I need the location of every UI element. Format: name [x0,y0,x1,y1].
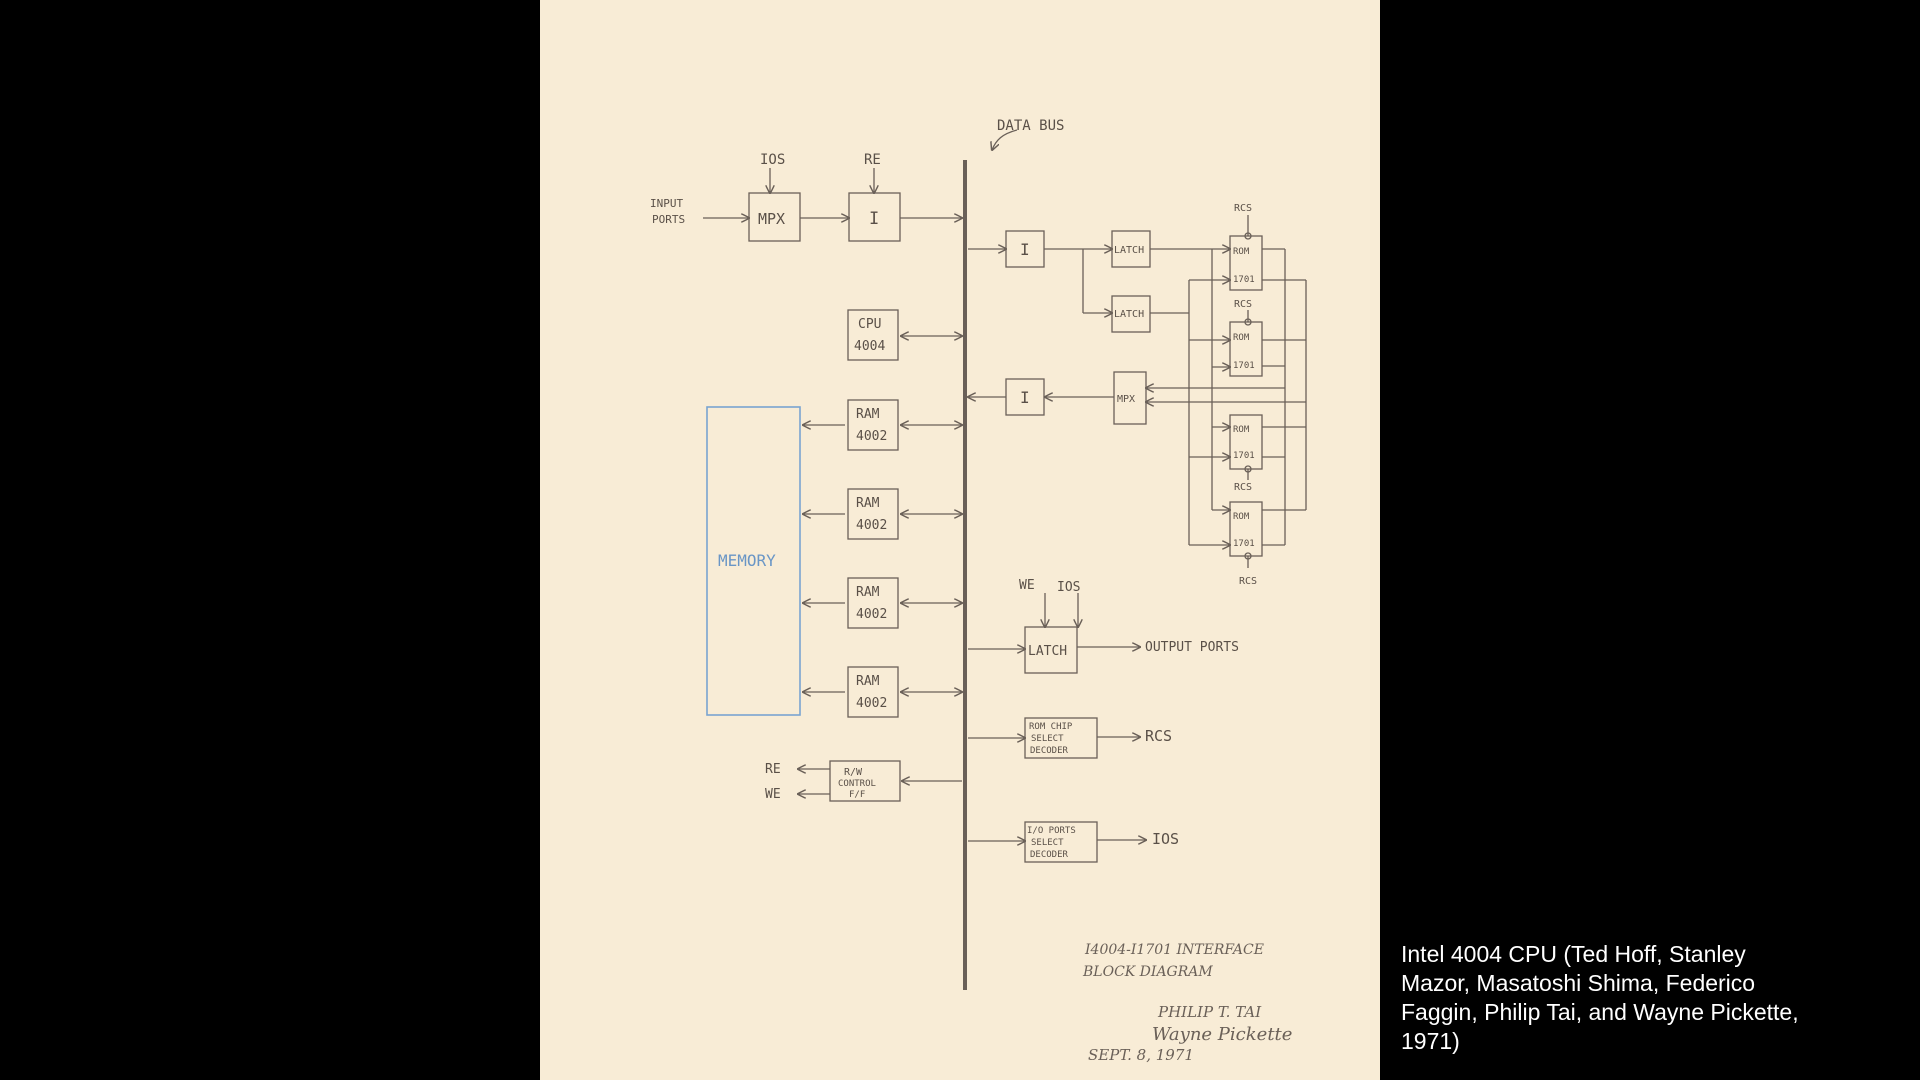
rom-chip-select-label: SELECT [1031,734,1064,744]
cpu-label: CPU [858,317,881,332]
re-label: RE [864,152,881,168]
diagram-date: SEPT. 8, 1971 [1088,1046,1194,1064]
output-latch-label: LATCH [1028,644,1067,659]
ram-number: 4002 [856,696,887,711]
output-ports-label: OUTPUT PORTS [1145,640,1239,655]
rom-box [1229,235,1263,291]
rcs-label: RCS [1234,299,1252,310]
author-signature: Wayne Pickette [1152,1024,1292,1045]
rom-number: 1701 [1233,451,1255,461]
rom-chip-select-box [1024,717,1098,759]
diagram-title: BLOCK DIAGRAM [1082,964,1213,980]
output-latch-box [1024,626,1078,674]
rom-label: ROM [1233,425,1250,435]
io-ports-select-box [1024,821,1098,863]
input-ports-label: INPUT [650,197,683,210]
latch-label: LATCH [1114,309,1144,320]
mpx-rom-box [1113,371,1147,425]
ios-output-label: IOS [1152,830,1179,848]
rcs-output-label: RCS [1145,727,1172,745]
ram-box [847,399,899,451]
rw-control-box [829,760,901,802]
rom-box [1229,321,1263,377]
rom-box [1229,501,1263,557]
rcs-label: RCS [1239,576,1257,587]
rw-control-label: CONTROL [838,779,876,789]
ram-label: RAM [856,496,880,511]
slide-caption: Intel 4004 CPU (Ted Hoff, Stanley Mazor,… [1401,941,1799,1054]
mpx-label: MPX [758,210,785,228]
rom-chip-select-label: DECODER [1030,746,1069,756]
buffer-in-label: I [1020,388,1030,407]
ram-box [847,488,899,540]
ram-label: RAM [856,674,880,689]
rom-label: ROM [1233,512,1250,522]
rcs-label: RCS [1234,203,1252,214]
data-bus-label: DATA BUS [997,118,1064,134]
rom-label: ROM [1233,333,1250,343]
ios-label: IOS [1057,580,1080,595]
memory-label: MEMORY [718,551,776,570]
ram-label: RAM [856,585,880,600]
rw-control-label: F/F [849,790,865,800]
rom-number: 1701 [1233,275,1255,285]
ram-box [847,666,899,718]
diagram-paper: DATA BUS INPUT PORTS IOS RE MPX I CPU 40… [540,0,1380,1080]
io-ports-select-label: SELECT [1031,838,1064,848]
rom-number: 1701 [1233,539,1255,549]
author-name: PHILIP T. TAI [1157,1003,1262,1021]
rom-number: 1701 [1233,361,1255,371]
diagram-title: I4004-I1701 INTERFACE [1084,942,1264,958]
ram-box [847,577,899,629]
input-ports-label: PORTS [652,213,685,226]
re-output-label: RE [765,762,781,777]
io-ports-select-label: DECODER [1030,850,1069,860]
cpu-number: 4004 [854,339,885,354]
block-diagram: DATA BUS INPUT PORTS IOS RE MPX I CPU 40… [650,118,1307,1064]
latch-label: LATCH [1114,245,1144,256]
ram-number: 4002 [856,429,887,444]
rom-box [1229,414,1263,470]
we-output-label: WE [765,787,781,802]
latch-box [1111,295,1151,333]
rw-control-label: R/W [844,767,863,778]
ios-label: IOS [760,152,785,168]
ram-label: RAM [856,407,880,422]
cpu-box [847,309,899,361]
rom-chip-select-label: ROM CHIP [1029,722,1073,732]
mpx-rom-label: MPX [1117,394,1135,405]
rom-label: ROM [1233,247,1250,257]
buffer-label: I [869,209,879,229]
we-label: WE [1019,578,1035,593]
io-ports-select-label: I/O PORTS [1027,826,1076,836]
memory-box [706,406,801,716]
ram-number: 4002 [856,518,887,533]
rcs-label: RCS [1234,482,1252,493]
buffer-out-label: I [1020,240,1030,259]
ram-number: 4002 [856,607,887,622]
